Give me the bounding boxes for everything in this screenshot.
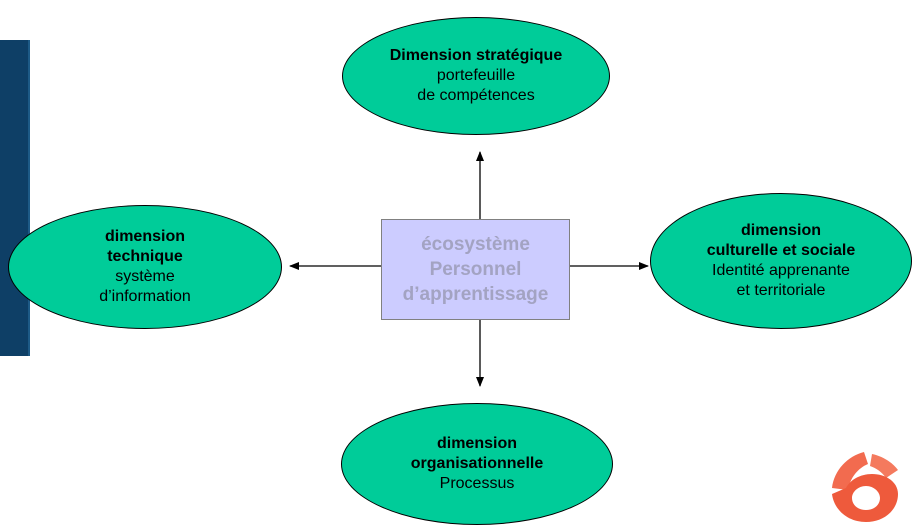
technical-line2: d’information	[99, 288, 191, 305]
ellipse-cultural: dimension culturelle et sociale Identité…	[650, 193, 912, 329]
strategic-title: Dimension stratégique	[389, 47, 563, 64]
cultural-line1: Identité apprenante	[712, 262, 850, 279]
center-line2: Personnel	[429, 259, 522, 280]
organisational-line1: Processus	[439, 475, 515, 492]
center-ecosystem-box: écosystème Personnel d’apprentissage	[381, 219, 570, 320]
technical-title2: technique	[107, 248, 183, 265]
technical-title1: dimension	[104, 228, 185, 245]
center-line3: d’apprentissage	[402, 284, 549, 305]
center-line1: écosystème	[421, 234, 530, 255]
strategic-line1: portefeuille	[436, 67, 516, 84]
ellipse-technical: dimension technique système d’informatio…	[8, 205, 282, 329]
sidebar-bar	[0, 40, 30, 356]
organisational-title2: organisationnelle	[410, 455, 544, 472]
strategic-line2: de compétences	[417, 87, 535, 104]
technical-line1: système	[115, 268, 175, 285]
organisational-title1: dimension	[436, 435, 517, 452]
cultural-title1: dimension	[740, 222, 821, 239]
cultural-line2: et territoriale	[736, 282, 826, 299]
ellipse-strategic: Dimension stratégique portefeuille de co…	[342, 17, 610, 135]
cultural-title2: culturelle et sociale	[706, 242, 856, 259]
ellipse-organisational: dimension organisationnelle Processus	[341, 403, 613, 525]
logo-icon	[832, 452, 898, 522]
